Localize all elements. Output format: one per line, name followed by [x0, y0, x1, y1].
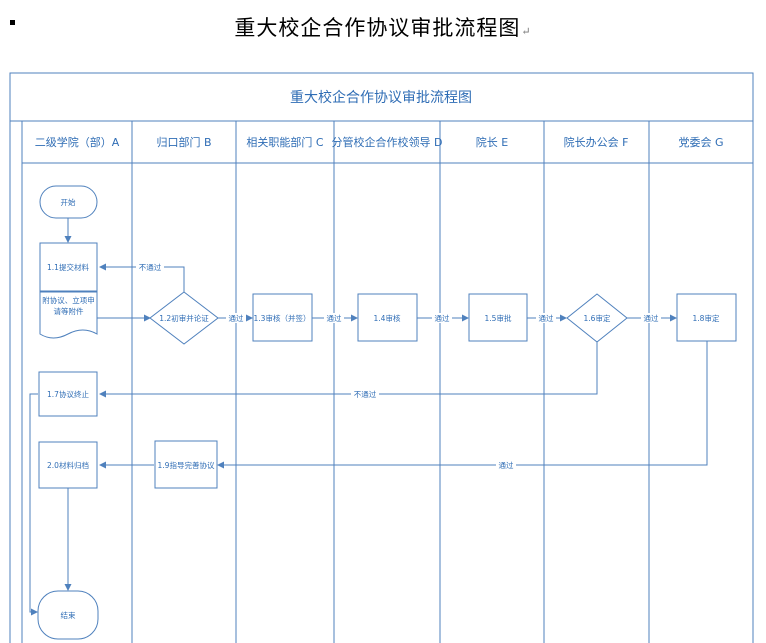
- edge-terminate-end: [29, 393, 38, 616]
- list-bullet: [10, 20, 15, 25]
- node-terminate: 1.7协议终止: [38, 371, 98, 417]
- node-guide: 1.9指导完善协议: [154, 440, 218, 489]
- node-audit-c-label: 1.3审核（并签）: [254, 313, 311, 323]
- node-archive-shape: [38, 441, 98, 489]
- node-approve-e-label: 1.5审批: [485, 313, 512, 323]
- edge-label-bg: [432, 313, 452, 323]
- lane-header-g: 党委会 G: [678, 136, 723, 149]
- node-submit: 1.1提交材料: [39, 242, 98, 292]
- node-audit-d-shape: [357, 293, 418, 342]
- node-guide-label: 1.9指导完善协议: [158, 460, 215, 470]
- lane-header-a: 二级学院（部）A: [35, 135, 120, 149]
- edge-label-bg: [496, 460, 516, 470]
- node-end-shape: [37, 590, 99, 640]
- node-attachments: 附协议、立项申请等附件: [39, 291, 98, 339]
- node-archive-label: 2.0材料归档: [47, 460, 89, 470]
- edge-label-bg: [226, 313, 246, 323]
- edge-label-pass-g: 通过: [499, 460, 514, 470]
- node-review-shape: [149, 291, 219, 345]
- lane-header-b: 归口部门 B: [156, 135, 211, 149]
- node-archive: 2.0材料归档: [38, 441, 98, 489]
- node-decide-f-label: 1.6审定: [584, 313, 611, 323]
- edge-label-pass-bc: 通过: [229, 313, 244, 323]
- node-submit-shape: [39, 242, 98, 292]
- node-start-shape: [39, 185, 98, 219]
- edge-pass-g: [217, 341, 708, 469]
- edge-labels: 不通过 通过 通过 通过 通过 通过 不通过 通过: [136, 262, 661, 470]
- node-audit-c-shape: [252, 293, 313, 342]
- edge-label-pass-ef: 通过: [539, 313, 554, 323]
- lane-header-e: 院长 E: [476, 135, 508, 149]
- node-approve-e-shape: [468, 293, 528, 342]
- nodes: 开始 1.1提交材料 附协议、立项申请等附件 1.2初审并论证 1.3审核（并签…: [37, 185, 737, 640]
- document-title-text: 重大校企合作协议审批流程图: [234, 16, 521, 40]
- node-audit-c: 1.3审核（并签）: [252, 293, 313, 342]
- lane-header-f: 院长办公会 F: [564, 135, 629, 149]
- edge-label-pass-de: 通过: [435, 313, 450, 323]
- edge-reject-b: [99, 263, 185, 292]
- node-decide-g: 1.8审定: [676, 293, 737, 342]
- outer-border: [9, 72, 754, 643]
- edge-label-bg: [351, 389, 379, 399]
- node-start: 开始: [39, 185, 98, 219]
- edge-label-bg: [324, 313, 344, 323]
- node-review: 1.2初审并论证: [149, 291, 219, 345]
- node-end-label: 结束: [61, 610, 76, 620]
- document-title: 重大校企合作协议审批流程图↵: [0, 12, 766, 42]
- lane-header-c: 相关职能部门 C: [246, 135, 323, 149]
- diagram-title: 重大校企合作协议审批流程图: [290, 89, 472, 106]
- lane-headers: 二级学院（部）A 归口部门 B 相关职能部门 C 分管校企合作校领导 D 院长 …: [35, 135, 724, 149]
- node-guide-shape: [154, 440, 218, 489]
- node-terminate-shape: [38, 371, 98, 417]
- edge-label-bg: [536, 313, 556, 323]
- edge-label-bg: [136, 262, 164, 272]
- connectors: [29, 218, 708, 616]
- diagram-frame: [9, 72, 754, 643]
- node-audit-d-label: 1.4审核: [374, 313, 401, 323]
- node-attachments-label: 附协议、立项申请等附件: [42, 296, 95, 316]
- node-decide-f-shape: [566, 293, 628, 343]
- edge-label-pass-cd: 通过: [327, 313, 342, 323]
- paragraph-mark: ↵: [521, 25, 532, 38]
- node-end: 结束: [37, 590, 99, 640]
- edge-reject-f: [99, 342, 598, 398]
- node-decide-g-shape: [676, 293, 737, 342]
- edge-label-bg: [641, 313, 661, 323]
- node-terminate-label: 1.7协议终止: [47, 389, 89, 399]
- node-decide-f: 1.6审定: [566, 293, 628, 343]
- node-start-label: 开始: [61, 197, 76, 207]
- edge-label-reject-b: 不通过: [139, 262, 162, 272]
- node-decide-g-label: 1.8审定: [693, 313, 720, 323]
- edge-label-pass-fg: 通过: [644, 313, 659, 323]
- node-attachments-fo: 附协议、立项申请等附件: [42, 296, 95, 316]
- node-approve-e: 1.5审批: [468, 293, 528, 342]
- lane-header-d: 分管校企合作校领导 D: [332, 135, 443, 149]
- node-review-label: 1.2初审并论证: [159, 313, 209, 323]
- node-attachments-shape: [39, 291, 98, 339]
- edge-label-reject-f: 不通过: [354, 389, 377, 399]
- node-submit-label: 1.1提交材料: [47, 262, 89, 272]
- node-audit-d: 1.4审核: [357, 293, 418, 342]
